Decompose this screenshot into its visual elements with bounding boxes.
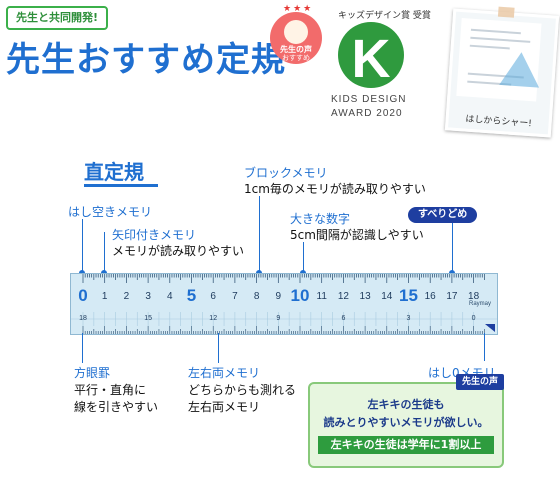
block-scale-title: ブロックメモリ [244, 166, 328, 180]
leader-line [452, 223, 453, 273]
ruler-number: 13 [360, 291, 372, 302]
teacher-voice-box: 先生の声 左キキの生徒も 読みとりやすいメモリが欲しい。 左キキの生徒は学年に1… [308, 374, 504, 468]
ruler-bottom-number: 12 [209, 315, 217, 322]
ruler-number: 1 [102, 291, 108, 302]
both-side-scale-desc2: 左右両メモリ [188, 400, 261, 414]
page-title: 先生おすすめ定規 [6, 40, 286, 80]
ruler-number: 4 [167, 291, 173, 302]
arrow-scale-title: 矢印付きメモリ [112, 228, 197, 242]
teacher-face-icon [284, 20, 308, 44]
leader-line [104, 232, 105, 273]
hole-scale-title: はし空きメモリ [68, 205, 153, 219]
teacher-stamp-line1: 先生の声 [280, 45, 312, 54]
leader-line [484, 333, 485, 361]
big-numbers-desc: 5cm間隔が認識しやすい [290, 228, 424, 242]
leader-line [303, 242, 304, 273]
block-scale-desc: 1cm毎のメモリが読み取りやすい [244, 182, 426, 196]
award-logo-letter: K [351, 29, 391, 89]
ruler-bottom-number: 0 [472, 315, 476, 322]
ruler-number: 10 [291, 286, 310, 305]
grid-lines-desc2: 線を引きやすい [74, 400, 159, 414]
ruler-number: 8 [254, 291, 260, 302]
ruler-number: 18 [468, 291, 480, 302]
leader-line [82, 333, 83, 363]
teacher-voice-line1: 左キキの生徒も [367, 398, 445, 411]
award-caption: キッズデザイン賞 受賞 [338, 11, 431, 21]
big-numbers-title: 大きな数字 [290, 212, 351, 226]
ruler-number: 9 [276, 291, 282, 302]
photo-caption: はしからシャー! [465, 114, 533, 130]
non-slip-badge: すべりどめ [408, 207, 478, 223]
ruler-number: 3 [145, 291, 151, 302]
brand-label: Raymay [469, 301, 492, 307]
ruler-number: 17 [446, 291, 458, 302]
kids-design-logo: K [338, 22, 404, 89]
straight-ruler-label: 直定規 [84, 160, 144, 184]
teacher-voice-highlight: 左キキの生徒は学年に1割以上 [318, 436, 494, 454]
ruler-number: 15 [399, 286, 418, 305]
grid-lines-title: 方眼罫 [74, 366, 111, 380]
ruler-number: 12 [338, 291, 350, 302]
grid-lines-desc1: 平行・直角に [74, 383, 147, 397]
ruler-bottom-number: 3 [407, 315, 411, 322]
ruler-number: 11 [317, 291, 328, 302]
ruler-bottom-number: 9 [276, 315, 280, 322]
ruler-number: 14 [381, 291, 393, 302]
teacher-voice-line2: 読みとりやすいメモリが欲しい。 [323, 416, 489, 429]
leader-line [259, 196, 260, 273]
triangle-ruler-icon [499, 50, 542, 88]
leader-line [218, 333, 219, 363]
award-year: AWARD 2020 [331, 108, 403, 119]
teacher-stamp: 先生の声 おすすめ [270, 12, 322, 64]
worksheet-illustration [456, 18, 542, 102]
ruler-number: 2 [124, 291, 130, 302]
ruler-bottom-number: 15 [144, 315, 152, 322]
both-side-scale-desc1: どちらからも測れる [188, 383, 297, 397]
tape-icon [497, 6, 515, 18]
ruler-bottom-number: 18 [79, 315, 87, 322]
label-underline [84, 184, 158, 187]
collab-badge: 先生と共同開発! [6, 6, 109, 30]
ruler-number: 6 [210, 291, 216, 302]
arrow-scale-desc: メモリが読み取りやすい [112, 244, 245, 258]
both-side-scale-title: 左右両メモリ [188, 366, 261, 380]
teacher-voice-tag: 先生の声 [455, 374, 504, 390]
leader-line [82, 219, 83, 273]
teacher-stamp-line2: おすすめ [282, 54, 310, 62]
ruler-number: 5 [187, 286, 196, 305]
ruler-number: 16 [425, 291, 437, 302]
ruler-bottom-number: 6 [341, 315, 345, 322]
ruler-number: 7 [232, 291, 238, 302]
usage-photo: はしからシャー! [444, 6, 560, 138]
zero-arrow-icon [485, 324, 495, 332]
award-name: KIDS DESIGN [331, 94, 407, 105]
ruler-number: 0 [78, 286, 87, 305]
stars-icon: ★★★ [283, 4, 314, 14]
